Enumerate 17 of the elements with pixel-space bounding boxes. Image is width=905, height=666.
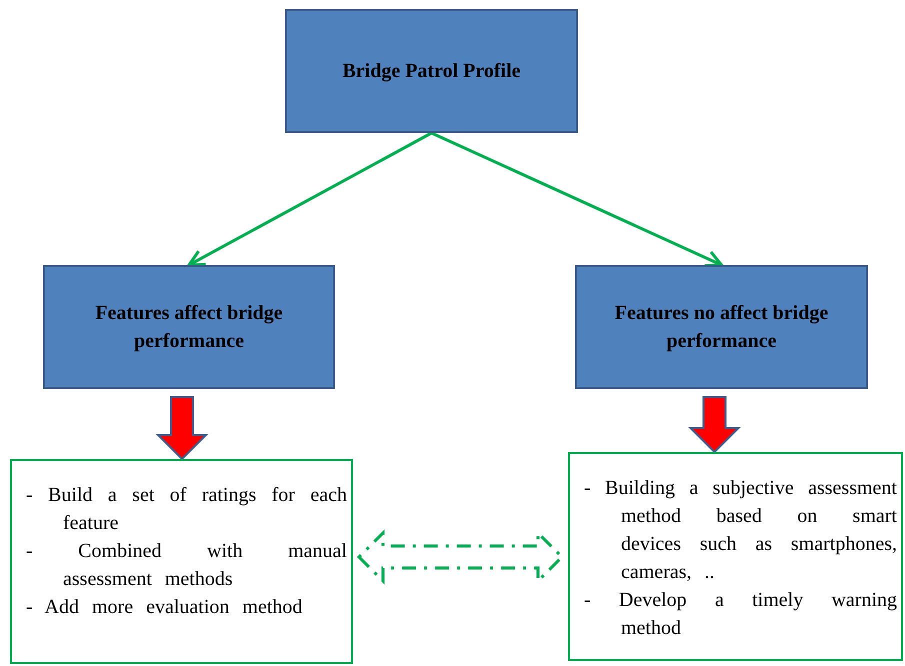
bullet-text: - Develop a timely warning method — [584, 588, 897, 641]
arrow — [188, 132, 432, 266]
bullet-text: - Build a set of ratings for each feature — [26, 483, 347, 536]
process-box — [43, 265, 335, 389]
box-title: Features no affect bridge performance — [614, 301, 830, 354]
bullet-text: - Add more evaluation method — [26, 595, 304, 620]
notes-box — [568, 452, 903, 661]
box-title: Features affect bridge performance — [94, 301, 284, 354]
arrow — [430, 132, 723, 268]
block-arrow — [156, 396, 208, 460]
bullet-text: - Combined with manual assessment methods — [26, 539, 347, 592]
process-box — [575, 265, 868, 389]
block-arrow — [688, 396, 741, 454]
bullet-text: - Building a subjective assessment method based on smart devices such as smartphones, cameras, .. — [584, 476, 897, 585]
box-title: Bridge Patrol Profile — [342, 59, 521, 84]
notes-box — [10, 459, 353, 664]
process-box — [285, 9, 578, 133]
